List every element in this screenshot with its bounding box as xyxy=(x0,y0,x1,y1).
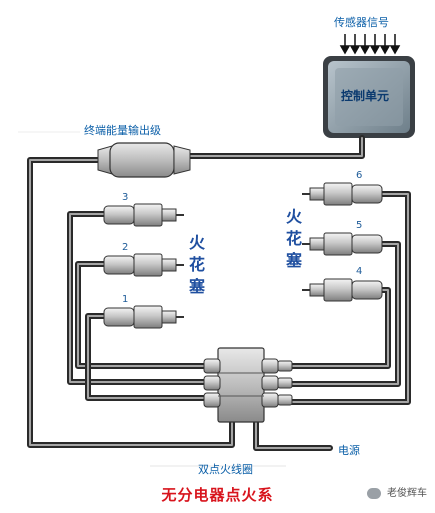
twin-coil-label: 双点火线圈 xyxy=(198,463,253,476)
plug-number-4: 4 xyxy=(356,266,363,277)
spark-plug-6 xyxy=(302,182,383,206)
twin-coil-block xyxy=(203,347,293,423)
spark-plug-1 xyxy=(103,305,184,329)
spark-plug-5 xyxy=(302,232,383,256)
spark-plug-4 xyxy=(302,278,383,302)
spark-plug-2 xyxy=(103,253,184,277)
plug-number-3: 3 xyxy=(122,192,129,203)
sensor-arrows xyxy=(339,34,401,55)
plug-number-2: 2 xyxy=(122,242,129,253)
watermark-text: 老俊辉车 xyxy=(387,488,427,499)
plug-number-5: 5 xyxy=(356,220,363,231)
output-stage-module xyxy=(97,142,191,178)
control-unit-box xyxy=(323,56,415,138)
power-label: 电源 xyxy=(338,444,360,457)
watermark: 老俊辉车 xyxy=(366,484,427,499)
plug-number-6: 6 xyxy=(356,170,363,181)
wiring xyxy=(27,135,411,451)
wechat-bubble-icon xyxy=(366,487,381,499)
spark-plug-right-label: 火花塞 xyxy=(285,207,302,270)
spark-plug-left-label: 火花塞 xyxy=(188,233,205,296)
plug-number-1: 1 xyxy=(122,294,129,305)
control-unit-label: 控制单元 xyxy=(341,89,390,103)
output-stage-label: 终端能量输出级 xyxy=(84,124,161,137)
diagram-title: 无分电器点火系 xyxy=(161,486,274,504)
power-wire xyxy=(253,419,333,451)
spark-plug-3 xyxy=(103,203,184,227)
sensor-signal-label: 传感器信号 xyxy=(334,16,389,29)
